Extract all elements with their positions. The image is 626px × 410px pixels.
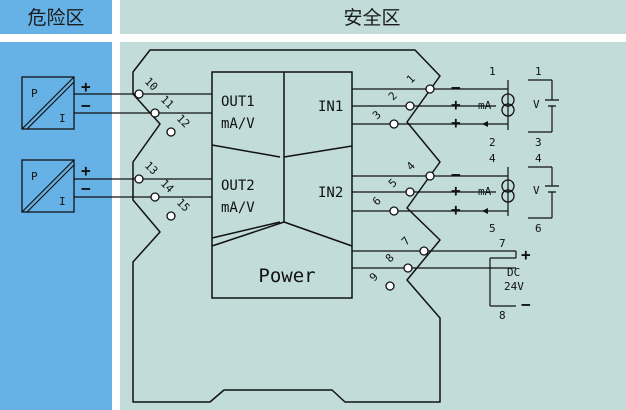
terminal-5: [405, 187, 415, 197]
divider-out1-bottom: [211, 144, 281, 158]
transmitter-1-box: [21, 76, 75, 130]
divider-out2-bottom: [211, 221, 281, 239]
input-2-sign-top: −: [451, 165, 461, 184]
power-label: Power: [258, 265, 315, 287]
safe-header-panel: [120, 0, 626, 34]
safe-area-title: 安全区: [343, 7, 400, 29]
input-1-ma-top-number: 1: [489, 65, 496, 78]
transmitter-1-minus: −: [81, 96, 91, 115]
terminal-13: [134, 174, 144, 184]
divider-power-top-right: [283, 221, 353, 247]
transmitter-2-plus: +: [81, 161, 91, 180]
transmitter-2: P I + −: [21, 159, 91, 213]
terminal-7: [419, 246, 429, 256]
safe-area-panel: [120, 42, 626, 410]
input-1-v-bottom-number: 3: [535, 136, 542, 149]
output-block: [211, 71, 353, 299]
hazard-header-panel: [0, 0, 112, 34]
input-2-v-top-number: 4: [535, 152, 542, 165]
transmitter-2-box: [21, 159, 75, 213]
terminal-15: [166, 211, 176, 221]
in2-label: IN2: [318, 185, 343, 201]
input-1-arrow-icon: [482, 121, 488, 127]
terminal-1: [425, 84, 435, 94]
input-1-current-source-circle-b: [501, 103, 515, 117]
transmitter-1: P I + −: [21, 76, 91, 130]
input-2-ma-top-number: 4: [489, 152, 496, 165]
in1-label: IN1: [318, 99, 343, 115]
divider-power-top: [211, 221, 285, 247]
hazard-area-panel: [0, 42, 112, 410]
power-minus: −: [521, 295, 531, 314]
input-2-arrow-icon: [482, 208, 488, 214]
input-1-sign-bot: +: [451, 113, 461, 132]
input-1-sources: − + + 1 mA 2 1 V 3: [451, 65, 559, 149]
terminal-6: [389, 206, 399, 216]
terminal-14: [150, 192, 160, 202]
input-2-sources: − + + 4 mA 5 4 V 6: [451, 152, 559, 235]
input-1-ma-label: mA: [478, 99, 492, 112]
terminal-2: [405, 101, 415, 111]
transmitter-1-i: I: [59, 112, 66, 125]
power-plus: +: [521, 245, 531, 264]
transmitter-1-plus: +: [81, 77, 91, 96]
transmitter-1-diagonal: [21, 76, 75, 130]
input-1-current-source-circle-a: [501, 93, 515, 107]
terminal-10: [134, 89, 144, 99]
transmitter-2-i: I: [59, 195, 66, 208]
input-2-v-bottom-number: 6: [535, 222, 542, 235]
terminal-12: [166, 127, 176, 137]
out1-label: OUT1: [221, 94, 255, 110]
input-2-sign-mid: +: [451, 181, 461, 200]
power-voltage-label: 24V: [504, 280, 524, 293]
input-1-sign-top: −: [451, 78, 461, 97]
terminal-9: [385, 281, 395, 291]
out1-unit: mA/V: [221, 116, 255, 132]
dc-power-supply: 7 + DC 24V − 8: [489, 237, 531, 322]
hazardous-area-title: 危险区: [27, 7, 84, 29]
transmitter-1-diagonal-2: [26, 81, 75, 130]
terminal-11: [150, 108, 160, 118]
input-2-current-source-circle-b: [501, 189, 515, 203]
out2-label: OUT2: [221, 178, 255, 194]
input-2-sign-bot: +: [451, 200, 461, 219]
terminal-4: [425, 171, 435, 181]
out2-unit: mA/V: [221, 200, 255, 216]
power-top-terminal: 7: [499, 237, 506, 250]
transmitter-2-diagonal-2: [26, 164, 75, 213]
divider-in1-bottom: [283, 145, 353, 158]
module-housing-outline: [132, 49, 441, 403]
terminal-3: [389, 119, 399, 129]
input-2-ma-label: mA: [478, 185, 492, 198]
input-2-current-source-circle-a: [501, 179, 515, 193]
input-2-v-label: V: [533, 184, 540, 197]
power-dc-label: DC: [507, 266, 520, 279]
transmitter-2-p: P: [31, 170, 38, 183]
input-1-sign-mid: +: [451, 95, 461, 114]
transmitter-2-diagonal: [21, 159, 75, 213]
terminal-8: [403, 263, 413, 273]
input-2-ma-bottom-number: 5: [489, 222, 496, 235]
power-bottom-terminal: 8: [499, 309, 506, 322]
input-1-ma-bottom-number: 2: [489, 136, 496, 149]
transmitter-1-p: P: [31, 87, 38, 100]
input-1-v-top-number: 1: [535, 65, 542, 78]
input-1-v-label: V: [533, 98, 540, 111]
transmitter-2-minus: −: [81, 179, 91, 198]
